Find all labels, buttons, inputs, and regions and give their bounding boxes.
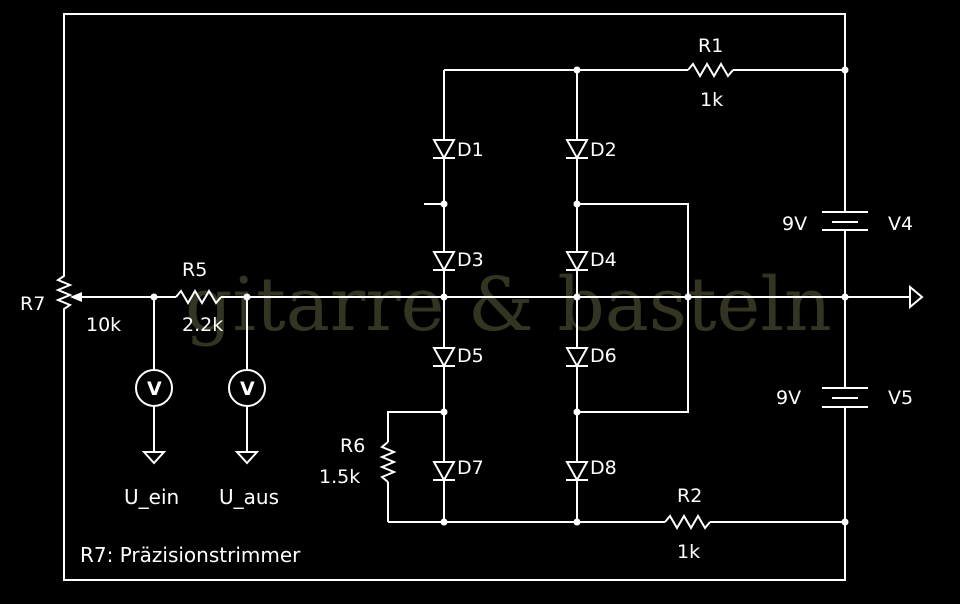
d2-label: D2 (590, 139, 617, 161)
r5-resistor (175, 289, 222, 305)
r7-name-label: R7 (20, 293, 45, 315)
r2-name-label: R2 (677, 485, 702, 507)
r7-potentiometer (55, 260, 73, 318)
d7-diode (432, 461, 456, 483)
v5-value-label: 9V (776, 387, 801, 409)
d3-label: D3 (457, 249, 484, 271)
r5-name-label: R5 (182, 259, 207, 281)
junction-dots (150, 66, 849, 526)
d1-label: D1 (457, 139, 484, 161)
d1-diode (432, 139, 456, 161)
d2-diode (565, 139, 589, 161)
r7-wiper-arrow (70, 292, 82, 302)
r6-name-label: R6 (340, 435, 365, 457)
r1-resistor (687, 62, 734, 78)
u-aus-ground-icon (234, 451, 260, 465)
r7-value-label: 10k (86, 314, 121, 336)
r1-value-label: 1k (700, 89, 723, 111)
r6-resistor (379, 441, 397, 483)
r5-value-label: 2.2k (182, 314, 223, 336)
u-ein-meter-symbol: V (147, 378, 162, 400)
r1-name-label: R1 (698, 35, 723, 57)
trimmer-note: R7: Präzisionstrimmer (80, 543, 301, 567)
v5-name-label: V5 (888, 387, 913, 409)
r2-value-label: 1k (677, 541, 700, 563)
d5-label: D5 (457, 345, 484, 367)
d7-label: D7 (457, 457, 484, 479)
u-aus-meter-symbol: V (240, 378, 255, 400)
u-aus-label: U_aus (219, 485, 279, 509)
r2-resistor (664, 514, 711, 530)
d6-diode (565, 347, 589, 369)
d4-label: D4 (590, 249, 617, 271)
d4-diode (565, 251, 589, 273)
d6-label: D6 (590, 345, 617, 367)
d8-label: D8 (590, 457, 617, 479)
v4-value-label: 9V (782, 213, 807, 235)
d8-diode (565, 461, 589, 483)
d3-diode (432, 251, 456, 273)
u-ein-ground-icon (141, 451, 167, 465)
frame-bottom-wire (63, 318, 846, 581)
d5-diode (432, 347, 456, 369)
v4-name-label: V4 (888, 213, 913, 235)
d4-d6-bypass-loop (577, 203, 689, 413)
frame-top-wire (63, 13, 846, 260)
r6-upper-wire (387, 411, 444, 442)
output-port-arrow (909, 284, 924, 310)
watermark: gitarre & basteln (185, 262, 832, 348)
u-ein-label: U_ein (124, 485, 179, 509)
r6-value-label: 1.5k (319, 466, 360, 488)
